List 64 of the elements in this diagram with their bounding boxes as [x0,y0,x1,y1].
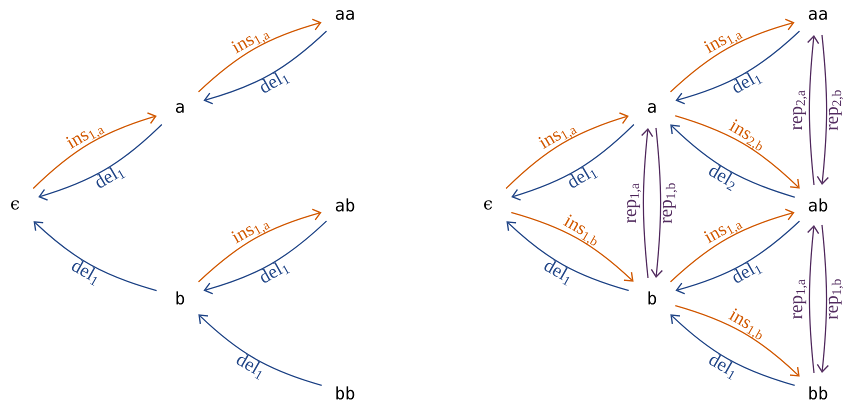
edge-label: rep$_{1,b}$ [828,279,844,320]
edge-label: ins$_{1,a}$ [704,33,743,54]
arrow [641,128,654,278]
edge-label: rep$_{1,a}$ [793,279,807,319]
state-label: b [176,291,184,305]
state-label: ab [336,198,354,212]
state-label: ab [808,198,828,212]
state-label: bb [336,386,354,400]
edge-label: del$_{2}$ [709,165,734,192]
arrow [670,124,795,198]
edge-label: rep$_{2,b}$ [828,90,844,130]
arrow [34,221,157,292]
edge-label: ins$_{1,a}$ [232,223,270,244]
arrow [511,124,634,201]
arrow [198,314,322,386]
edge-label: del$_{1}$ [261,72,290,93]
edge-label: del$_{1}$ [569,166,598,188]
edge-label: ins$_{1,a}$ [232,33,270,54]
edge-label: del$_{1}$ [734,72,763,93]
edge-label: del$_{1}$ [544,260,570,286]
edge-label: rep$_{2,a}$ [793,90,807,130]
edge-label: ins$_{1,a}$ [538,128,578,150]
edge-label: del$_{1}$ [261,262,290,283]
state-label: bb [809,386,828,400]
state-label: ϵ [484,200,492,210]
state-label: a [176,103,184,113]
arrow [670,314,795,386]
state-label: b [648,291,656,305]
state-label: aa [336,10,354,20]
arrow [198,18,322,92]
edge-label: del$_{1}$ [236,354,262,380]
arrow [807,224,820,374]
edge-label: ins$_{2,b}$ [728,119,762,150]
edge-label: del$_{1}$ [709,354,734,380]
arrow [807,35,820,186]
arrow [32,112,157,189]
arrow [670,18,795,92]
edge-label: rep$_{1,a}$ [627,183,641,223]
edge-label: ins$_{1,b}$ [728,308,762,340]
arrow [203,30,327,104]
arrow [198,208,322,282]
state-label: a [648,103,656,113]
arrow [675,304,800,377]
arrow [38,124,162,201]
state-label: ϵ [11,200,19,210]
arrow [506,221,629,292]
arrow [675,30,800,104]
edge-label: del$_{1}$ [734,262,763,283]
arrow [670,208,795,282]
arrow [675,115,800,189]
arrow [511,212,634,282]
arrow [816,224,829,373]
arrow [816,34,829,185]
arrow [650,128,663,278]
state-label: aa [808,10,827,20]
arrow [506,112,629,189]
edge-label: del$_{1}$ [72,260,97,286]
edge-label: ins$_{1,a}$ [66,128,105,149]
edge-label: ins$_{1,b}$ [563,214,597,246]
edge-label: del$_{1}$ [96,166,126,188]
arrow [675,220,800,294]
edge-label: ins$_{1,a}$ [704,223,743,244]
edge-label: rep$_{1,b}$ [662,183,678,224]
arrow [203,220,327,294]
